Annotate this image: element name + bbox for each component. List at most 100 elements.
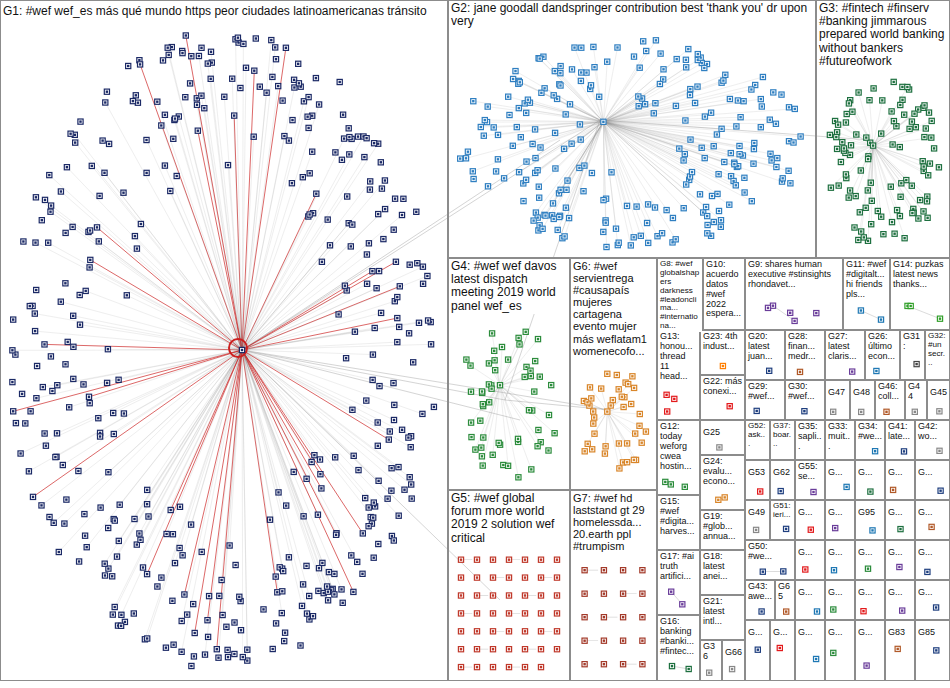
vertex-core (373, 501, 375, 503)
vertex-icon (514, 125, 519, 130)
vertex-icon (116, 377, 121, 382)
vertex-core (335, 534, 337, 536)
vertex-core (49, 211, 51, 213)
vertex-core (313, 454, 315, 456)
vertex-core (397, 466, 399, 468)
vertex-core (661, 232, 663, 234)
vertex-core (123, 412, 125, 414)
vertex-link (161, 126, 242, 351)
vertex-icon (306, 125, 311, 130)
vertex-core (88, 396, 90, 398)
vertex-core (689, 175, 691, 177)
vertex-core (136, 543, 138, 545)
vertex-icon (892, 231, 897, 236)
vertex-core (381, 187, 383, 189)
self-loop (229, 339, 247, 357)
vertex-icon (63, 281, 68, 286)
vertex-link (242, 350, 363, 533)
vertex-icon (894, 124, 899, 129)
vertex-core (518, 171, 520, 173)
vertex-icon (925, 215, 930, 220)
vertex-core (140, 223, 142, 225)
vertex-icon (624, 203, 629, 208)
vertex-icon (170, 598, 175, 603)
vertex-icon (132, 234, 137, 239)
vertex-icon (681, 158, 686, 163)
vertex-core (85, 290, 87, 292)
vertex-core (775, 166, 777, 168)
vertex-icon (525, 97, 530, 102)
vertex-core (585, 71, 587, 73)
vertex-core (122, 192, 124, 194)
vertex-icon (386, 437, 391, 442)
vertex-core (15, 422, 17, 424)
inter-group-line (242, 350, 500, 600)
vertex-core (269, 519, 271, 521)
vertex-core (309, 172, 311, 174)
vertex-link (603, 122, 721, 220)
vertex-icon (286, 555, 291, 560)
vertex-core (373, 142, 375, 144)
vertex-core (297, 63, 299, 65)
vertex-core (706, 215, 708, 217)
vertex-core (579, 123, 581, 125)
vertex-core (98, 195, 100, 197)
vertex-core (877, 210, 879, 212)
vertex-icon (646, 202, 651, 207)
vertex-icon (33, 195, 38, 200)
vertex-icon (372, 141, 377, 146)
vertex-core (366, 283, 368, 285)
vertex-icon (850, 109, 855, 114)
vertex-icon (56, 549, 61, 554)
vertex-core (361, 573, 363, 575)
vertex-core (103, 172, 105, 174)
vertex-link (519, 81, 604, 122)
vertex-core (207, 62, 209, 64)
vertex-link (242, 350, 327, 587)
vertex-icon (572, 45, 577, 50)
vertex-core (253, 70, 255, 72)
vertex-core (378, 270, 380, 272)
vertex-link (473, 101, 603, 122)
vertex-core (302, 176, 304, 178)
vertex-core (344, 285, 346, 287)
vertex-core (593, 66, 595, 68)
vertex-core (401, 214, 403, 216)
vertex-core (895, 125, 897, 127)
vertex-icon (145, 487, 150, 492)
vertex-link (603, 122, 754, 143)
vertex-link (242, 350, 328, 600)
vertex-icon (890, 142, 895, 147)
vertex-core (751, 200, 753, 202)
vertex-icon (431, 404, 436, 409)
vertex-core (410, 446, 412, 448)
vertex-core (106, 91, 108, 93)
vertex-core (337, 313, 339, 315)
vertex-core (377, 445, 379, 447)
vertex-icon (507, 112, 512, 117)
vertex-core (181, 620, 183, 622)
vertex-core (484, 119, 486, 121)
inter-group-line (242, 350, 505, 400)
vertex-link (120, 350, 242, 505)
vertex-icon (362, 155, 367, 160)
vertex-link (603, 122, 754, 149)
vertex-link (852, 112, 873, 146)
vertex-core (598, 96, 600, 98)
vertex-icon (718, 218, 723, 223)
vertex-icon (922, 135, 927, 140)
vertex-icon (138, 537, 143, 542)
vertex-icon (553, 166, 558, 171)
vertex-icon (741, 99, 746, 104)
vertex-core (119, 504, 121, 506)
vertex-core (685, 183, 687, 185)
vertex-core (742, 100, 744, 102)
vertex-link (603, 122, 729, 205)
vertex-link (603, 122, 630, 246)
vertex-icon (869, 198, 874, 203)
vertex-icon (89, 163, 94, 168)
vertex-icon (307, 212, 312, 217)
vertex-icon (355, 559, 360, 564)
vertex-core (716, 133, 718, 135)
vertex-icon (225, 655, 230, 660)
